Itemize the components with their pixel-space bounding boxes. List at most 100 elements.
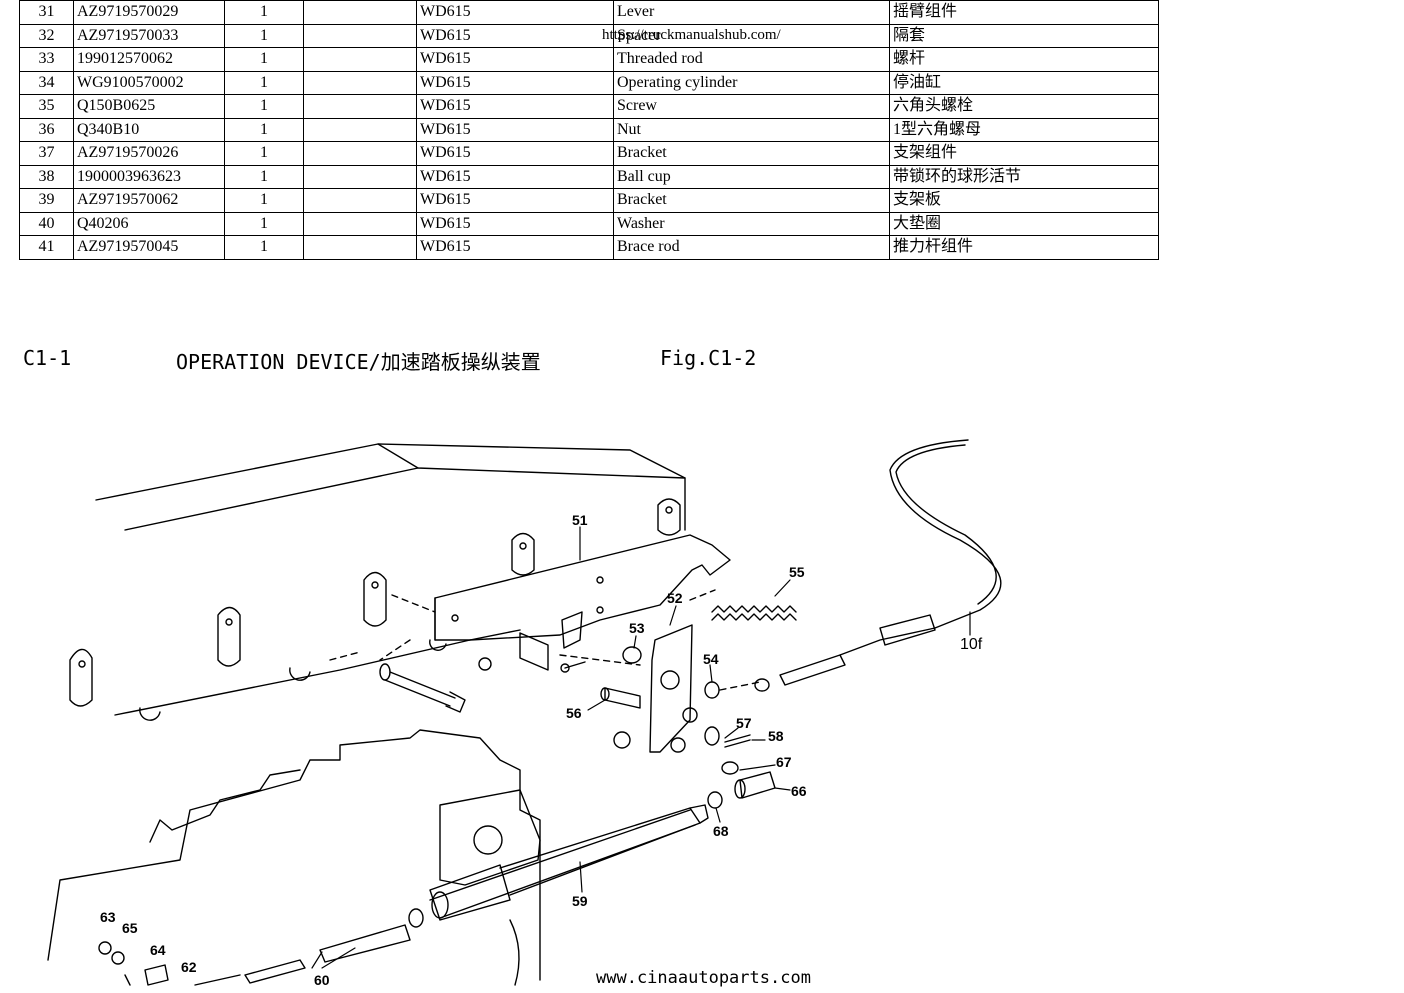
callout-10f: 10f <box>960 636 983 653</box>
quantity-cell: 1 <box>224 70 304 95</box>
long-bolt <box>379 611 586 713</box>
quantity-cell: 1 <box>224 23 304 48</box>
blank-cell-cell <box>303 47 417 72</box>
row-number-cell: 40 <box>19 211 74 236</box>
english-name-cell: Screw <box>613 94 890 119</box>
callout-52: 52 <box>667 590 683 606</box>
part-number-cell: 199012570062 <box>73 47 225 72</box>
rod-59 <box>429 804 709 921</box>
chinese-name-cell: 1型六角螺母 <box>889 117 1159 142</box>
model-cell: WD615 <box>416 211 614 236</box>
assembly-guides <box>329 589 761 691</box>
model-cell: WD615 <box>416 47 614 72</box>
chinese-name-cell: 螺杆 <box>889 47 1159 72</box>
quantity-cell: 1 <box>224 47 304 72</box>
quantity-cell: 1 <box>224 211 304 236</box>
english-name-cell: Operating cylinder <box>613 70 890 95</box>
part-number-cell: AZ9719570045 <box>73 235 225 260</box>
lever-52 <box>649 624 698 753</box>
row-number-cell: 41 <box>19 235 74 260</box>
row-number-cell: 31 <box>19 0 74 25</box>
quantity-cell: 1 <box>224 188 304 213</box>
callout-56: 56 <box>566 705 582 721</box>
lower-parts <box>98 908 424 986</box>
row-number-cell: 35 <box>19 94 74 119</box>
footer-url[interactable]: www.cinaautoparts.com <box>596 968 811 988</box>
english-name-cell: Bracket <box>613 188 890 213</box>
row-number-cell: 34 <box>19 70 74 95</box>
quantity-cell: 1 <box>224 94 304 119</box>
english-name-cell: Spacer <box>613 23 890 48</box>
callout-60: 60 <box>314 972 330 988</box>
section-code: C1-1 <box>23 346 72 370</box>
quantity-cell: 1 <box>224 235 304 260</box>
row-number-cell: 33 <box>19 47 74 72</box>
small-parts <box>600 646 776 809</box>
callout-67: 67 <box>776 754 792 770</box>
chinese-name-cell: 六角头螺栓 <box>889 94 1159 119</box>
chinese-name-cell: 大垫圈 <box>889 211 1159 236</box>
blank-cell-cell <box>303 117 417 142</box>
figure-label: Fig.C1-2 <box>660 346 757 370</box>
blank-cell-cell <box>303 70 417 95</box>
chinese-name-cell: 停油缸 <box>889 70 1159 95</box>
callout-54: 54 <box>703 651 719 667</box>
callout-51: 51 <box>572 512 588 528</box>
mounting-tabs <box>69 498 681 707</box>
watermark-url[interactable]: https://truckmanualshub.com/ <box>602 27 781 43</box>
part-number-cell: Q40206 <box>73 211 225 236</box>
blank-cell-cell <box>303 235 417 260</box>
callout-68: 68 <box>713 823 729 839</box>
engine-block <box>47 729 541 986</box>
part-number-cell: AZ9719570029 <box>73 0 225 25</box>
model-cell: WD615 <box>416 0 614 25</box>
callout-64: 64 <box>150 942 166 958</box>
quantity-cell: 1 <box>224 117 304 142</box>
english-name-cell: Ball cup <box>613 164 890 189</box>
chinese-name-cell: 推力杆组件 <box>889 235 1159 260</box>
control-cable-10f <box>779 439 1002 686</box>
callout-57: 57 <box>736 715 752 731</box>
callout-65: 65 <box>122 920 138 936</box>
model-cell: WD615 <box>416 235 614 260</box>
callout-63: 63 <box>100 909 116 925</box>
chinese-name-cell: 摇臂组件 <box>889 0 1159 25</box>
english-name-cell: Bracket <box>613 141 890 166</box>
section-title: OPERATION DEVICE/加速踏板操纵装置 <box>176 350 541 374</box>
callout-58: 58 <box>768 728 784 744</box>
quantity-cell: 1 <box>224 164 304 189</box>
blank-cell-cell <box>303 94 417 119</box>
part-number-cell: Q340B10 <box>73 117 225 142</box>
english-name-cell: Brace rod <box>613 235 890 260</box>
leader-lines <box>311 526 971 969</box>
callout-53: 53 <box>629 620 645 636</box>
callout-59: 59 <box>572 893 588 909</box>
chinese-name-cell: 支架组件 <box>889 141 1159 166</box>
frame-body <box>95 443 686 721</box>
callout-66: 66 <box>791 783 807 799</box>
model-cell: WD615 <box>416 188 614 213</box>
bracket-51 <box>434 534 731 641</box>
part-number-cell: Q150B0625 <box>73 94 225 119</box>
blank-cell-cell <box>303 0 417 25</box>
callout-55: 55 <box>789 564 805 580</box>
english-name-cell: Threaded rod <box>613 47 890 72</box>
chinese-name-cell: 隔套 <box>889 23 1159 48</box>
english-name-cell: Lever <box>613 0 890 25</box>
english-name-cell: Nut <box>613 117 890 142</box>
row-number-cell: 32 <box>19 23 74 48</box>
model-cell: WD615 <box>416 23 614 48</box>
callout-62: 62 <box>181 959 197 975</box>
row-number-cell: 37 <box>19 141 74 166</box>
